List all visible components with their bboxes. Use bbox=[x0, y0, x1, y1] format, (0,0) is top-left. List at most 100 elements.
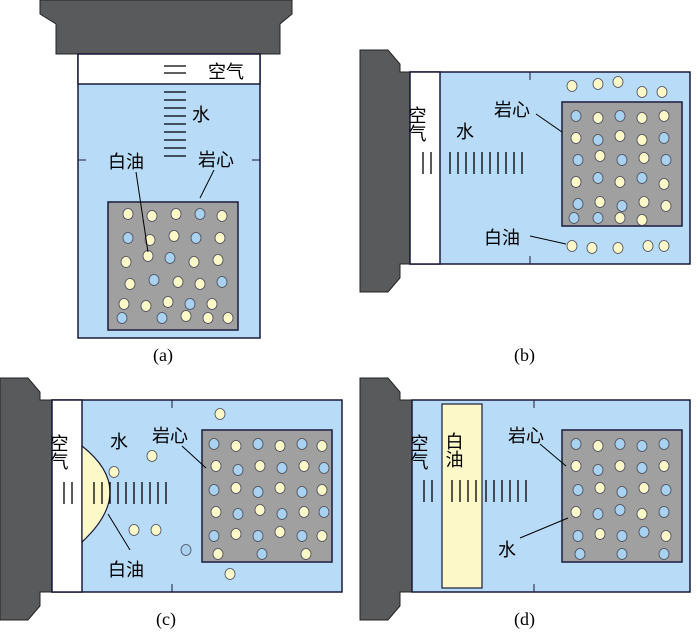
oil-droplet bbox=[212, 254, 224, 266]
oil-droplet bbox=[212, 548, 224, 560]
air-layer-c bbox=[51, 399, 83, 593]
water-droplet bbox=[164, 252, 176, 264]
pore-droplets-c bbox=[108, 408, 330, 580]
scale-marks-water-b bbox=[449, 152, 523, 174]
scale-marks-oil-d bbox=[451, 480, 477, 502]
oil-droplet bbox=[594, 150, 606, 162]
oil-droplet bbox=[210, 460, 222, 472]
holder-c bbox=[0, 377, 53, 621]
oil-droplet bbox=[660, 200, 672, 212]
holder-a bbox=[39, 0, 293, 55]
oil-droplet bbox=[150, 524, 162, 536]
oil-droplet bbox=[122, 208, 134, 220]
scale-marks-air-a bbox=[164, 65, 186, 74]
oil-droplet bbox=[594, 482, 606, 494]
label-core-d: 岩心 bbox=[508, 426, 544, 447]
panel-d: 空气 白油 岩心 水 (d) bbox=[359, 377, 691, 630]
oil-droplet bbox=[274, 482, 286, 494]
water-droplet bbox=[570, 438, 582, 450]
pore-droplets-b bbox=[566, 76, 672, 254]
oil-droplet bbox=[642, 240, 654, 252]
oil-droplet bbox=[206, 298, 218, 310]
water-droplet bbox=[616, 486, 628, 498]
oil-droplet bbox=[274, 440, 286, 452]
caption-c: (c) bbox=[156, 609, 176, 630]
oil-droplet bbox=[230, 440, 242, 452]
oil-droplet bbox=[592, 78, 604, 90]
water-droplet bbox=[658, 438, 670, 450]
oil-droplet bbox=[214, 408, 226, 420]
label-water-d: 水 bbox=[498, 540, 516, 561]
oil-droplet bbox=[594, 528, 606, 540]
oil-droplet bbox=[168, 230, 180, 242]
oil-droplet bbox=[566, 240, 578, 252]
oil-droplet bbox=[566, 80, 578, 92]
water-droplet bbox=[592, 464, 604, 476]
oil-droplet bbox=[146, 210, 158, 222]
oil-droplet bbox=[612, 242, 624, 254]
oil-droplet bbox=[658, 240, 670, 252]
label-water-c: 水 bbox=[110, 432, 128, 453]
scale-marks-water-d bbox=[485, 480, 527, 502]
holder-d bbox=[359, 377, 413, 621]
oil-droplet bbox=[146, 450, 158, 462]
label-white-oil-a: 白油 bbox=[108, 152, 144, 173]
scale-marks-air-d bbox=[423, 480, 433, 502]
oil-droplet bbox=[614, 176, 626, 188]
oil-droplet bbox=[316, 530, 328, 542]
water-droplet bbox=[180, 544, 192, 556]
water-droplet bbox=[296, 530, 308, 542]
oil-droplet bbox=[202, 312, 214, 324]
water-droplet bbox=[276, 508, 288, 520]
water-droplet bbox=[208, 438, 220, 450]
water-droplet bbox=[616, 200, 628, 212]
water-droplet bbox=[122, 232, 134, 244]
oil-droplet bbox=[222, 312, 234, 324]
oil-droplet bbox=[636, 86, 648, 98]
water-droplet bbox=[658, 548, 670, 560]
oil-droplet bbox=[660, 530, 672, 542]
label-water-b: 水 bbox=[456, 122, 474, 143]
oil-droplet bbox=[612, 76, 624, 88]
water-droplet bbox=[572, 484, 584, 496]
oil-droplet bbox=[214, 232, 226, 244]
oil-droplet bbox=[570, 506, 582, 518]
pore-droplets-d bbox=[570, 438, 672, 560]
oil-droplet bbox=[586, 242, 598, 254]
oil-droplet bbox=[124, 278, 136, 290]
label-air-a: 空气 bbox=[208, 62, 244, 83]
water-droplet bbox=[194, 208, 206, 220]
water-droplet bbox=[592, 134, 604, 146]
water-droplet bbox=[232, 508, 244, 520]
label-air-c: 空气 bbox=[48, 434, 69, 470]
water-droplet bbox=[252, 530, 264, 542]
water-droplet bbox=[616, 154, 628, 166]
water-droplet bbox=[616, 548, 628, 560]
oil-droplet bbox=[638, 196, 650, 208]
panel-c: 空气 水 岩心 白油 (c) bbox=[0, 377, 343, 630]
water-droplet bbox=[614, 110, 626, 122]
water-droplet bbox=[614, 438, 626, 450]
water-droplet bbox=[276, 462, 288, 474]
scale-marks-water-a bbox=[164, 91, 186, 157]
oil-droplet bbox=[316, 440, 328, 452]
oil-droplet bbox=[254, 504, 266, 516]
label-core-a: 岩心 bbox=[198, 150, 234, 171]
oil-droplet bbox=[216, 210, 228, 222]
water-droplet bbox=[616, 530, 628, 542]
scale-marks-air-b bbox=[422, 152, 432, 174]
water-droplet bbox=[318, 506, 330, 518]
water-droplet bbox=[156, 312, 168, 324]
oil-droplet bbox=[108, 466, 120, 478]
oil-droplet bbox=[180, 310, 192, 322]
oil-droplet bbox=[144, 234, 156, 246]
oil-droplet bbox=[614, 212, 626, 224]
water-droplet bbox=[116, 312, 128, 324]
water-droplet bbox=[232, 464, 244, 476]
panel-a: 空气 水 白油 岩心 (a) bbox=[39, 0, 293, 366]
water-droplet bbox=[636, 462, 648, 474]
oil-droplet bbox=[230, 528, 242, 540]
oil-droplet bbox=[570, 176, 582, 188]
oil-droplet bbox=[614, 130, 626, 142]
